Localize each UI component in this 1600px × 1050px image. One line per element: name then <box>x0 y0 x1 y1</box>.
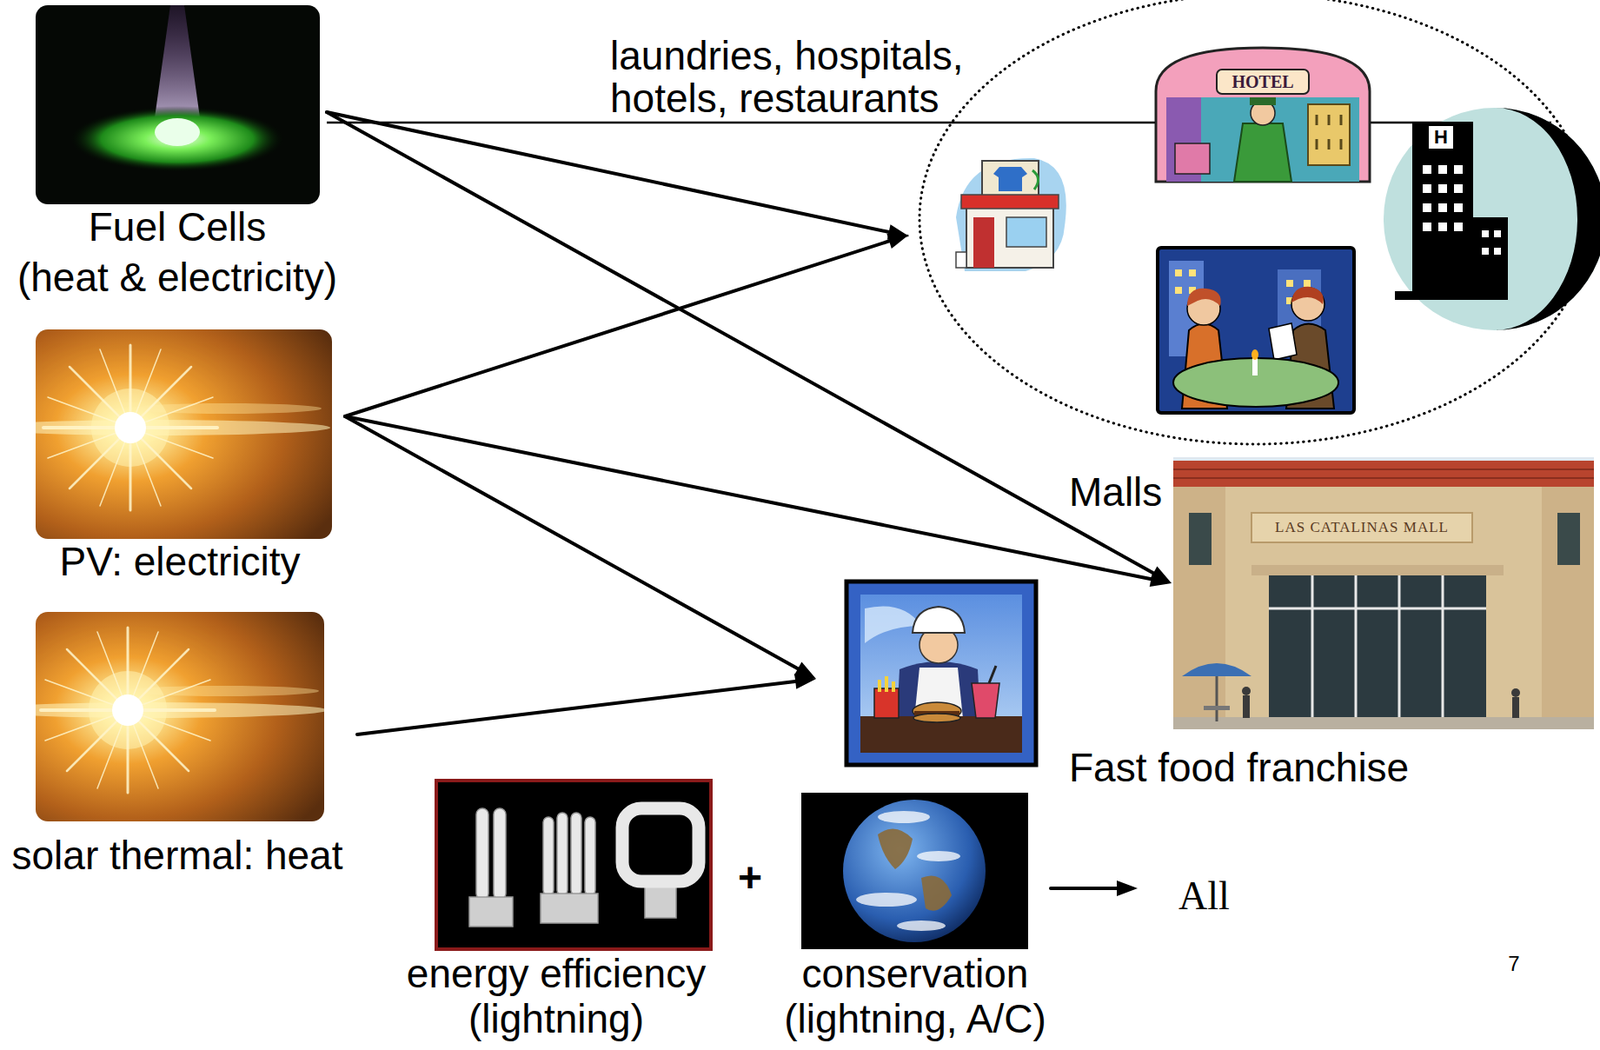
connector-arrow <box>326 112 910 240</box>
sign-text: HOTEL <box>1231 72 1294 93</box>
fast-food-icon: Fast food franchise <box>846 581 1036 765</box>
ellipse-outline-path <box>919 0 1591 445</box>
node-caption: (lightning) <box>468 995 644 1043</box>
connector-arrow <box>345 233 910 417</box>
connector-line <box>345 416 802 671</box>
customer-group-ellipse: laundries, hospitals, hotels, restaurant… <box>917 0 1593 446</box>
connector-line <box>357 680 799 735</box>
efficiency-photo: energy efficiency(lightning) <box>436 780 711 950</box>
connector-line <box>1050 886 1121 890</box>
arrow-head <box>794 673 817 690</box>
sign-letter: H <box>1434 126 1448 148</box>
node-caption: solar thermal: heat <box>12 832 344 879</box>
node-caption: (lightning, A/C) <box>783 995 1047 1043</box>
node-caption: energy efficiency <box>406 950 706 997</box>
mall-photo: Malls <box>1173 457 1594 730</box>
arrow-head <box>1149 570 1172 587</box>
connector-arrow <box>345 416 1172 587</box>
fuel-cell-photo: Fuel Cells(heat & electricity) <box>35 5 320 205</box>
plus-sign: + <box>737 853 763 902</box>
sign-text: LAS CATALINAS MALL <box>1274 518 1449 537</box>
connector-arrow <box>345 416 817 679</box>
node-caption: Fast food franchise <box>1068 744 1409 791</box>
node-caption: (heat & electricity) <box>17 254 338 301</box>
connector-line <box>326 112 893 233</box>
pv-photo: PV: electricity <box>35 329 332 539</box>
connector-arrow <box>357 673 817 735</box>
connector-arrow <box>1050 880 1138 897</box>
target-text-box: All <box>1175 869 1234 923</box>
connector-line <box>326 112 1157 575</box>
page-number: 7 <box>1507 951 1520 976</box>
solar-thermal-photo: solar thermal: heat <box>35 611 325 822</box>
node-caption: conservation <box>802 950 1030 997</box>
node-caption: All <box>1178 873 1230 920</box>
connector-arrow <box>326 112 1172 584</box>
arrow-head <box>1116 880 1138 897</box>
node-caption: PV: electricity <box>59 538 301 585</box>
connector-line <box>345 239 893 417</box>
ellipse-outline <box>917 0 1593 446</box>
group-heading: laundries, hospitals, hotels, restaurant… <box>610 34 993 120</box>
node-caption: Fuel Cells <box>88 204 267 251</box>
node-caption: Malls <box>1068 469 1162 516</box>
conservation-photo: conservation(lightning, A/C) <box>801 792 1029 950</box>
connector-line <box>345 416 1155 580</box>
arrow-head <box>886 233 910 249</box>
